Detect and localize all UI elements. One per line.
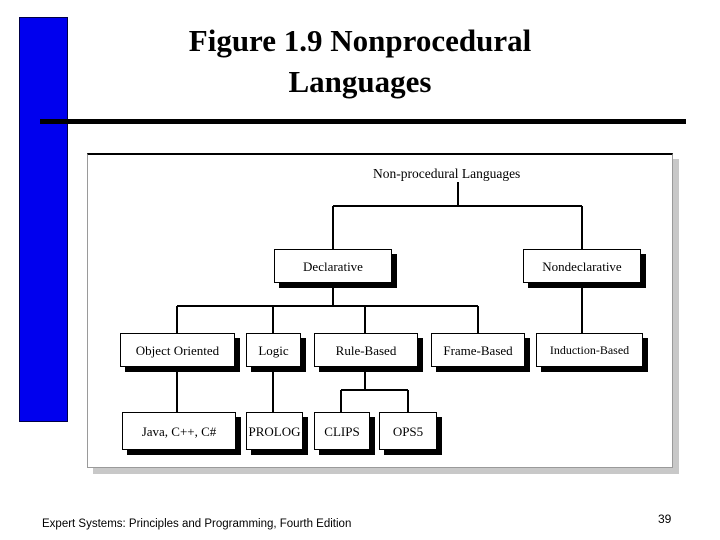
node-nondeclarative[interactable]: Nondeclarative — [523, 249, 641, 283]
title-divider — [40, 119, 686, 124]
node-rule-based[interactable]: Rule-Based — [314, 333, 418, 367]
node-clips[interactable]: CLIPS — [314, 412, 370, 450]
page-number: 39 — [658, 512, 672, 526]
footer-source-text: Expert Systems: Principles and Programmi… — [42, 518, 352, 530]
node-logic[interactable]: Logic — [246, 333, 301, 367]
node-induction-based[interactable]: Induction-Based — [536, 333, 643, 367]
node-prolog[interactable]: PROLOG — [246, 412, 303, 450]
node-ops5[interactable]: OPS5 — [379, 412, 437, 450]
page-title: Figure 1.9 Nonprocedural Languages — [90, 20, 630, 102]
node-object-oriented[interactable]: Object Oriented — [120, 333, 235, 367]
node-declarative[interactable]: Declarative — [274, 249, 392, 283]
page-title-line-2: Languages — [288, 64, 432, 99]
node-frame-based[interactable]: Frame-Based — [431, 333, 525, 367]
page-title-line-1: Figure 1.9 Nonprocedural — [188, 23, 532, 58]
decorative-blue-bar — [19, 17, 68, 422]
node-java-cpp-csharp[interactable]: Java, C++, C# — [122, 412, 236, 450]
diagram-root-label: Non-procedural Languages — [373, 166, 521, 181]
